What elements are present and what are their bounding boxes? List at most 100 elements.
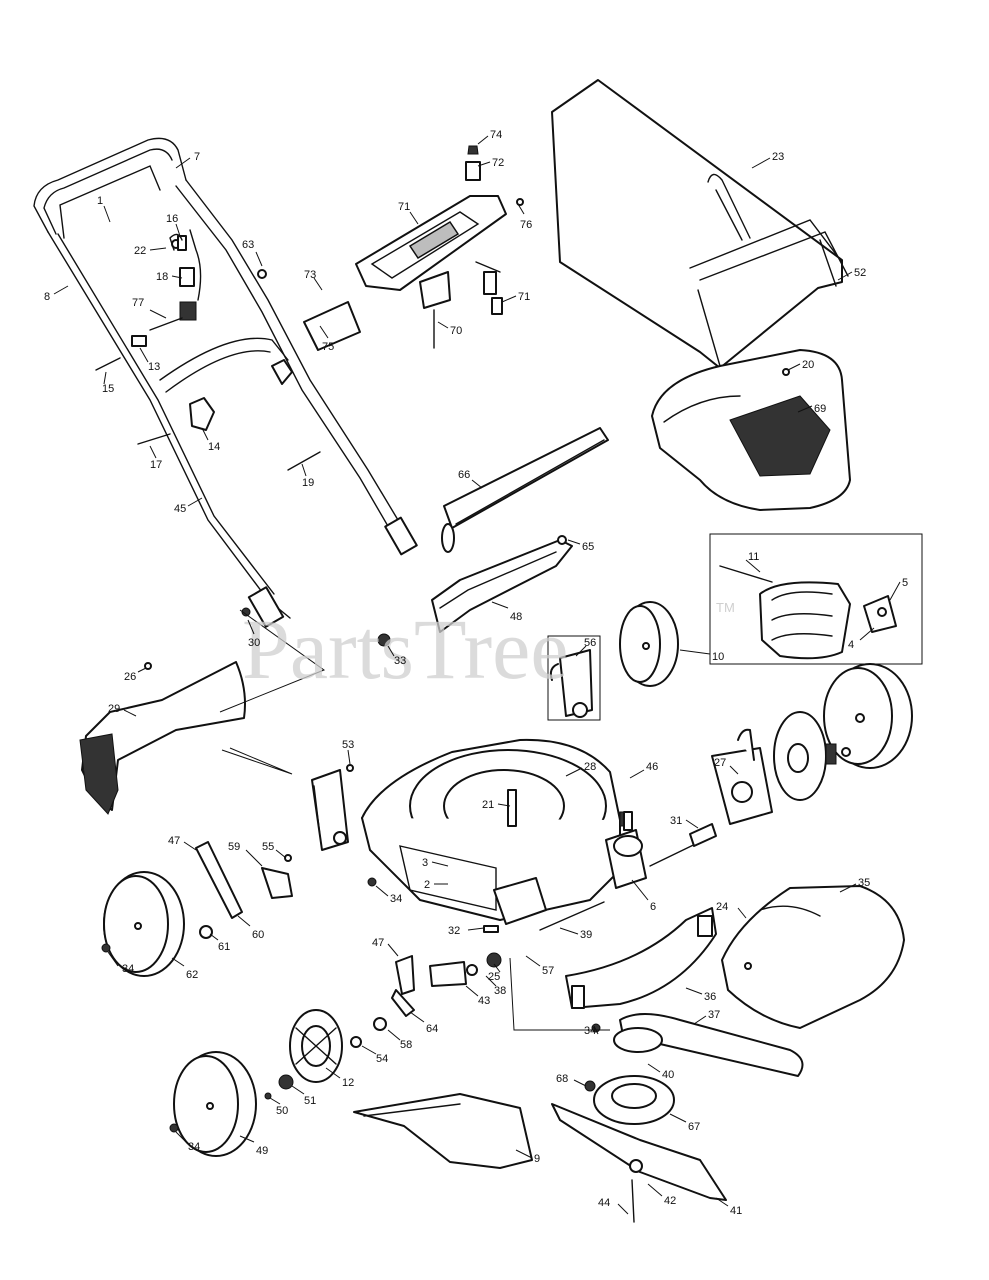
drive-belt-and-blade [551, 1013, 804, 1223]
callout-28: 28 [565, 761, 596, 777]
callout-44: 44 [598, 1197, 629, 1215]
part-number: 4 [848, 639, 854, 651]
callout-8: 8 [44, 285, 69, 303]
part-number: 10 [712, 651, 724, 663]
callout-76: 76 [517, 203, 532, 231]
part-number: 17 [150, 459, 162, 471]
part-number: 22 [134, 245, 146, 257]
callout-48: 48 [491, 601, 522, 623]
side-chute [721, 885, 905, 1029]
callout-27: 27 [714, 757, 739, 775]
callout-36: 36 [685, 987, 716, 1003]
part-number: 33 [394, 655, 406, 667]
callout-2: 2 [424, 879, 448, 891]
fasteners [241, 607, 633, 1100]
part-number: 59 [228, 841, 240, 853]
callout-6: 6 [631, 879, 656, 913]
part-number: 67 [688, 1121, 700, 1133]
callout-25: 25 [488, 963, 501, 983]
part-number: 61 [218, 941, 230, 953]
callout-43: 43 [465, 985, 490, 1007]
callout-34b: 34 [107, 951, 134, 975]
callout-74: 74 [477, 129, 502, 145]
assembly-guides [219, 609, 610, 1031]
callout-34c: 34 [584, 1025, 599, 1037]
part-number: 41 [730, 1205, 742, 1217]
callout-14: 14 [201, 427, 220, 453]
part-number: 65 [582, 541, 594, 553]
part-number: 69 [814, 403, 826, 415]
part-number: 34 [390, 893, 402, 905]
callout-29: 29 [108, 703, 137, 717]
part-number: 6 [650, 901, 656, 913]
engine-cover [651, 349, 851, 511]
callout-51: 51 [291, 1085, 316, 1107]
part-number: 70 [450, 325, 462, 337]
part-number: 49 [256, 1145, 268, 1157]
part-number: 21 [482, 799, 494, 811]
rear-wheel-right [619, 601, 679, 687]
part-number: 56 [584, 637, 596, 649]
part-number: 7 [194, 151, 200, 163]
watermark: PartsTree TM [242, 600, 735, 697]
callout-54: 54 [361, 1045, 388, 1065]
part-number: 37 [708, 1009, 720, 1021]
part-number: 9 [534, 1153, 540, 1165]
callout-58: 58 [387, 1029, 412, 1051]
watermark-trademark: TM [716, 600, 735, 615]
part-number: 34 [188, 1141, 200, 1153]
rear-wheel-left [101, 871, 185, 977]
part-number: 19 [302, 477, 314, 489]
part-number: 36 [704, 991, 716, 1003]
part-number: 50 [276, 1105, 288, 1117]
callout-21: 21 [482, 799, 511, 811]
part-number: 1 [97, 195, 103, 207]
callout-13: 13 [139, 347, 160, 373]
part-number: 47 [372, 937, 384, 949]
callout-72: 72 [477, 157, 504, 169]
callout-64: 64 [409, 1011, 438, 1035]
callout-26: 26 [124, 667, 147, 683]
callout-32: 32 [448, 925, 485, 937]
callout-53: 53 [342, 739, 354, 765]
part-number: 62 [186, 969, 198, 981]
part-number: 47 [168, 835, 180, 847]
rear-baffle [431, 427, 609, 633]
part-number: 5 [902, 577, 908, 589]
part-number: 71 [398, 201, 410, 213]
callout-77: 77 [132, 297, 167, 319]
callout-66: 66 [458, 469, 483, 489]
callout-18: 18 [156, 271, 183, 283]
part-number: 38 [494, 985, 506, 997]
callout-59: 59 [228, 841, 263, 867]
callout-16: 16 [166, 213, 181, 237]
part-number: 55 [262, 841, 274, 853]
part-number: 8 [44, 291, 50, 303]
front-right-wheel [773, 663, 913, 801]
part-number: 25 [488, 971, 500, 983]
callout-50: 50 [269, 1097, 288, 1117]
front-skirt [565, 907, 717, 1009]
part-number: 40 [662, 1069, 674, 1081]
part-number: 26 [124, 671, 136, 683]
callout-24: 24 [716, 901, 747, 919]
callout-68: 68 [556, 1073, 587, 1087]
callout-34d: 34 [175, 1131, 200, 1153]
part-number: 13 [148, 361, 160, 373]
callout-45: 45 [174, 497, 203, 515]
part-number: 11 [748, 551, 759, 563]
part-number: 64 [426, 1023, 438, 1035]
height-adjuster-brackets [547, 635, 773, 825]
part-number: 31 [670, 815, 682, 827]
callout-30: 30 [247, 619, 260, 649]
part-number: 60 [252, 929, 264, 941]
part-number: 48 [510, 611, 522, 623]
callout-33: 33 [387, 645, 406, 667]
part-number: 74 [490, 129, 502, 141]
part-number: 15 [102, 383, 114, 395]
part-number: 27 [714, 757, 726, 769]
part-number: 16 [166, 213, 178, 225]
part-number: 2 [424, 879, 430, 891]
callout-42: 42 [647, 1183, 676, 1207]
part-number: 42 [664, 1195, 676, 1207]
